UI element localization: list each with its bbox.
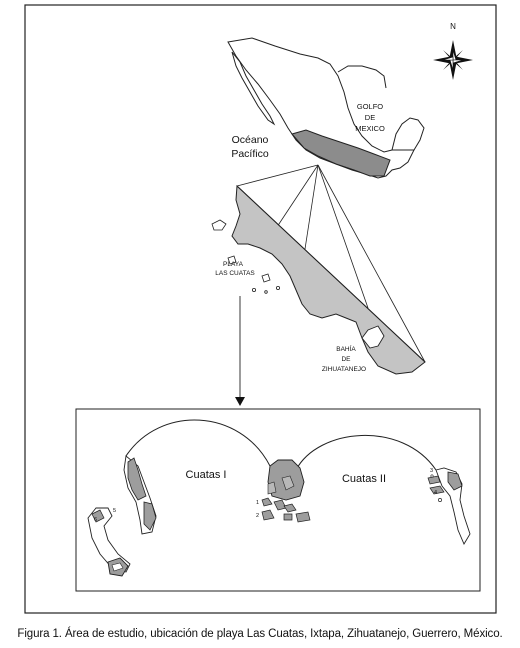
offshore-rock [295,511,311,523]
beach-label-line1: PLAYA [223,261,244,268]
right-rock [430,474,434,478]
point-label-6: 6 [94,517,97,523]
offshore-rock [283,513,293,521]
inset-map: Cuatas I Cuatas II 1 2 3 4 5 6 [75,408,481,592]
inset-arrow-head [235,397,245,406]
offshore-rock [261,509,275,521]
ocean-label-line2: Pacífico [231,148,269,160]
cove-cuatas-2-shoreline [295,435,437,471]
left-headland-rocks [127,457,147,501]
right-headland [435,467,471,545]
regional-bay-inlet [361,325,385,349]
guerrero-highlight [291,129,391,177]
right-headland-rocks [447,471,463,491]
compass-rose [433,40,473,80]
right-rock [438,498,442,502]
island [211,219,227,231]
gulf-label-line2: DE [365,113,375,122]
regional-coast-land [231,184,426,375]
central-rock [281,475,295,491]
island [275,285,280,290]
point-label-3: 3 [430,468,433,474]
mexico-map [227,37,425,179]
compass-north-label: N [450,22,456,31]
left-headland-rocks [143,501,157,531]
point-label-4: 4 [434,490,437,496]
bay-label-line1: BAHÍA [336,344,356,353]
island [227,255,237,265]
cove-cuatas-1-shoreline [125,419,271,467]
island [261,273,271,283]
beach-label-line2: LAS CUATAS [215,270,255,277]
yucatan-outline [391,117,425,151]
island [264,290,268,294]
regional-boundary-line [236,185,426,363]
figure-caption: Figura 1. Área de estudio, ubicación de … [17,628,503,640]
island [251,287,256,292]
point-label-2: 2 [256,513,259,519]
outer-frame [24,4,497,614]
spit-rocks [91,509,105,523]
bay-label-line2: DE [341,356,351,363]
islet-inner [111,562,124,572]
baja-california-outline [231,51,276,126]
lower-left-spit [87,507,131,573]
point-label-5: 5 [113,508,116,514]
offshore-rock [261,497,273,507]
regional-coast-map [211,184,426,375]
gulf-label-line1: GOLFO [357,102,383,111]
right-rock [429,485,445,495]
point-label-1: 1 [256,500,259,506]
central-rock [267,481,277,495]
offshore-rock [283,503,297,513]
bay-label-line3: ZIHUATANEJO [322,366,366,373]
ocean-label-line1: Océano [232,134,269,146]
gulf-coast-outline [337,65,387,89]
projection-lines [236,164,426,363]
gulf-label-line3: MEXICO [355,124,385,133]
cove-label-cuatas-1: Cuatas I [186,469,227,481]
right-rock [427,475,441,485]
cove-label-cuatas-2: Cuatas II [342,473,386,485]
